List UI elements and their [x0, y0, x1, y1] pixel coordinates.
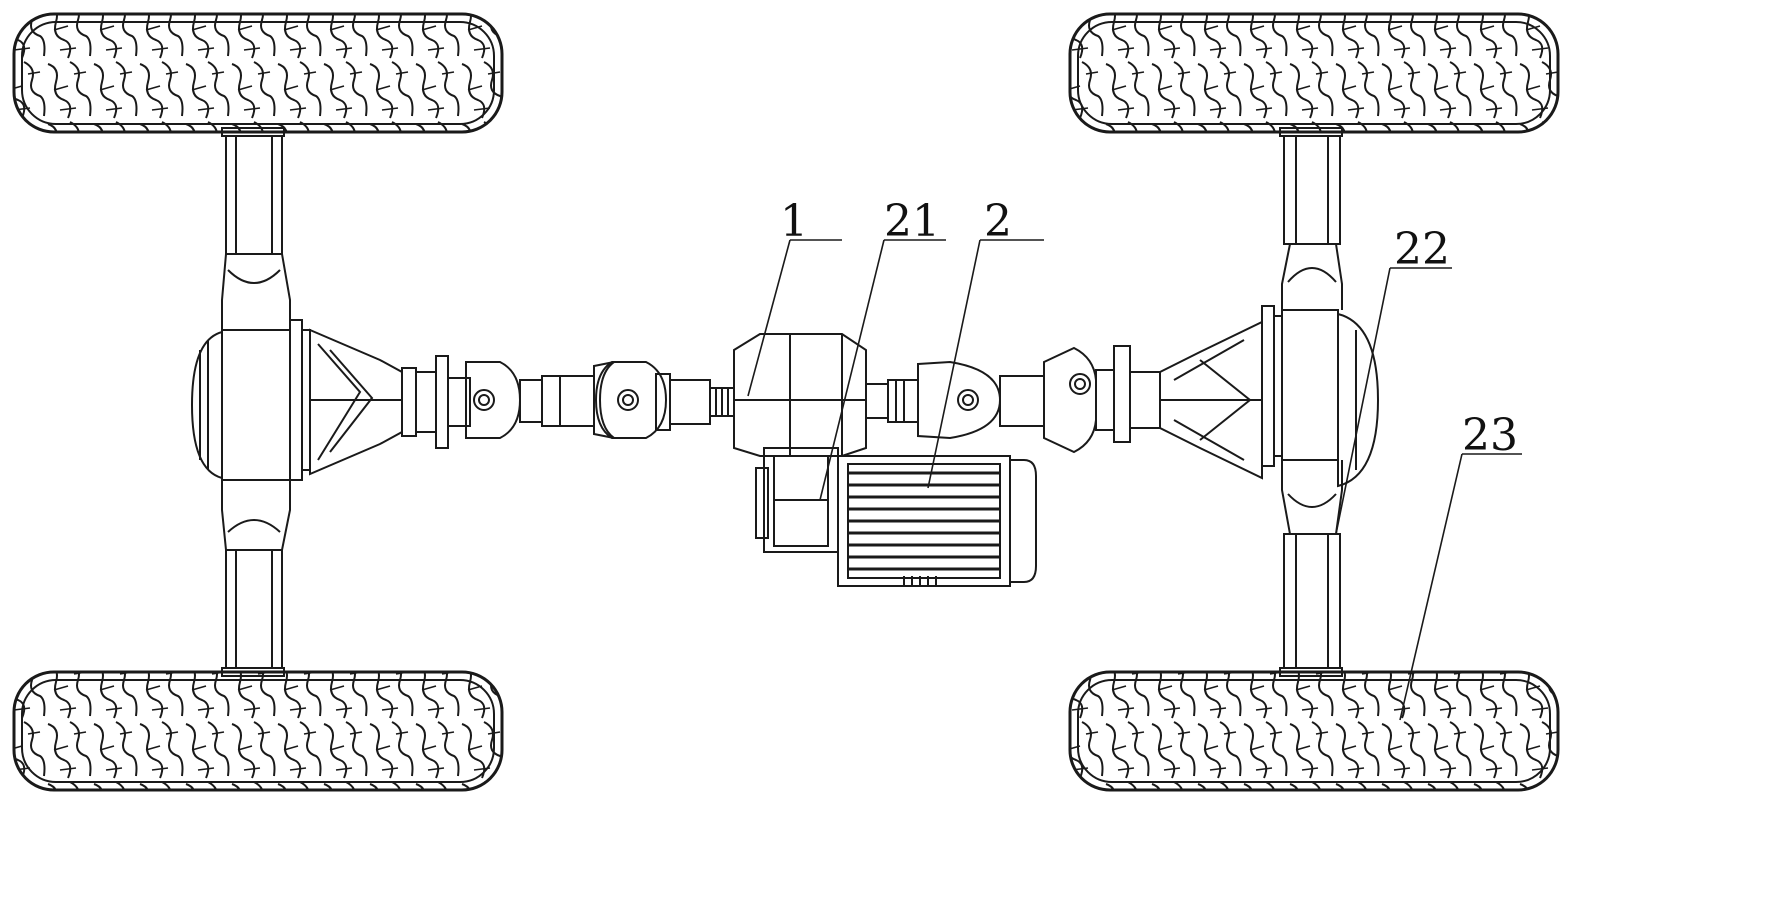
tire-rear-right	[1068, 670, 1560, 792]
tire-front-right	[1068, 12, 1560, 134]
center-gearbox	[733, 333, 889, 457]
label-hub: 22	[1394, 224, 1450, 275]
label-frame: 1	[780, 196, 808, 247]
tire-front-left	[12, 12, 504, 134]
right-driveshaft	[887, 345, 1131, 454]
left-axle	[190, 127, 449, 677]
tire-rear-left	[12, 670, 504, 792]
label-motor: 2	[984, 196, 1012, 247]
left-driveshaft	[447, 361, 735, 439]
right-axle	[1129, 127, 1380, 677]
label-reducer: 21	[884, 196, 940, 247]
leader-lines	[747, 239, 1522, 721]
label-wheel: 23	[1462, 410, 1518, 461]
motor-assembly	[755, 447, 1037, 587]
